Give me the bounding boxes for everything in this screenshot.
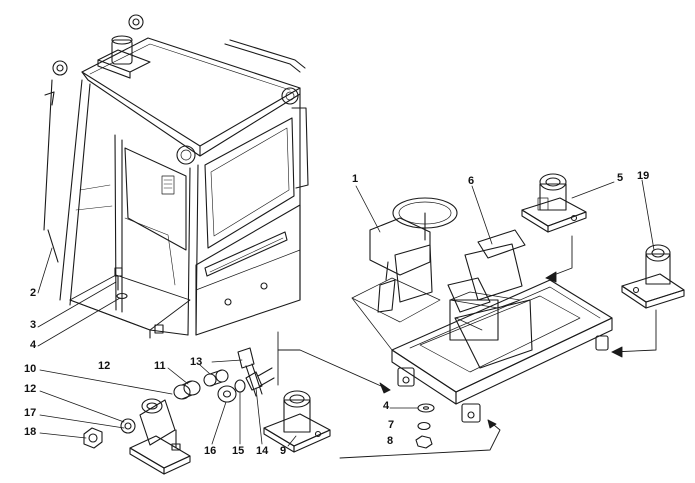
- callout-4-cab: 4: [30, 339, 37, 351]
- cab-front-window: [124, 147, 187, 251]
- cab-floor: [69, 274, 191, 331]
- callout-5: 5: [617, 172, 624, 184]
- platform-lugs-front: [397, 367, 481, 423]
- cab-step-rail: [204, 231, 288, 277]
- washer-12-lower: [120, 418, 136, 434]
- callout-16: 16: [204, 445, 217, 457]
- cab-roof: [81, 37, 301, 147]
- bolt-13: [237, 347, 263, 397]
- nut-8: [415, 435, 433, 449]
- callout-6: 6: [468, 175, 475, 187]
- washer-7: [417, 421, 431, 431]
- callout-8: 8: [387, 435, 394, 447]
- callout-7: 7: [388, 419, 395, 431]
- callout-14: 14: [256, 445, 269, 457]
- bushing-12-top: [173, 380, 201, 400]
- nut-18: [83, 427, 103, 449]
- cab-bolt-3: [114, 267, 123, 291]
- bracket-19: [621, 244, 685, 309]
- cab-side-window: [204, 117, 295, 249]
- roof-lamps: [52, 14, 144, 76]
- callout-13: 13: [190, 356, 203, 368]
- bracket-9: [263, 390, 331, 453]
- callout-3: 3: [30, 319, 37, 331]
- callout-12-top: 12: [98, 360, 111, 372]
- platform-frame: [391, 279, 613, 423]
- callout-15: 15: [232, 445, 245, 457]
- washer-4: [417, 403, 435, 413]
- callout-19: 19: [637, 170, 650, 182]
- callout-1: 1: [352, 173, 359, 185]
- bolt-14: [245, 367, 275, 391]
- callout-2: 2: [30, 287, 37, 299]
- callout-18: 18: [24, 426, 37, 438]
- callout-17: 17: [24, 407, 37, 419]
- callout-4-platform: 4: [383, 400, 390, 412]
- bracket-10: [129, 398, 191, 475]
- steering-console: [369, 197, 458, 313]
- callout-11: 11: [154, 360, 166, 372]
- bracket-5: [521, 173, 587, 233]
- bushing-11: [203, 369, 229, 387]
- cab: [43, 14, 309, 339]
- lock-washer-15: [234, 379, 246, 393]
- operator-seat: [447, 229, 533, 369]
- callout-12-lower: 12: [24, 383, 37, 395]
- callout-10: 10: [24, 363, 37, 375]
- roof-vent: [97, 35, 151, 79]
- assembly-arrows: [277, 235, 657, 459]
- leader-lines: [37, 179, 655, 447]
- washer-16: [217, 385, 237, 403]
- callout-9: 9: [280, 445, 287, 457]
